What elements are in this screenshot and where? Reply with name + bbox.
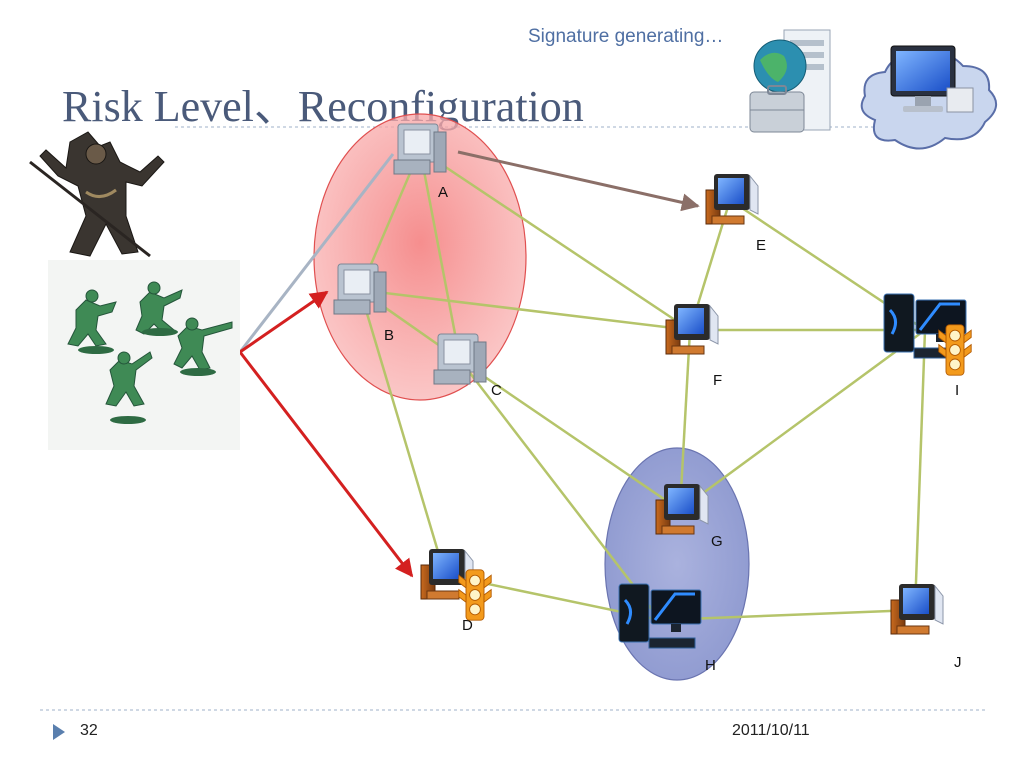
- node-B[interactable]: B: [333, 263, 394, 344]
- page-number: 32: [80, 722, 98, 739]
- node-label-B: B: [384, 327, 394, 344]
- network-nodes: A B C D E F G H I J: [333, 123, 972, 674]
- node-I[interactable]: I: [882, 292, 972, 399]
- node-label-I: I: [955, 382, 959, 399]
- node-label-H: H: [705, 657, 716, 674]
- crt-computer-icon: [433, 333, 487, 385]
- node-J[interactable]: J: [890, 583, 962, 671]
- warrior-attacker-icon: [29, 131, 165, 258]
- node-H[interactable]: H: [617, 582, 716, 674]
- node-label-F: F: [713, 372, 722, 389]
- link-B-F: [359, 288, 691, 332]
- link-B-D: [358, 289, 447, 576]
- node-C[interactable]: C: [433, 333, 502, 399]
- node-A[interactable]: A: [393, 123, 448, 201]
- link-H-J: [659, 608, 916, 622]
- toy-soldiers-icon: [48, 260, 240, 450]
- gaming-pc-icon: [617, 582, 703, 650]
- crt-computer-icon: [333, 263, 387, 315]
- node-F[interactable]: F: [665, 303, 722, 389]
- cloud-monitor-icon: [860, 45, 997, 150]
- page-title: Risk Level、Reconfiguration: [62, 82, 584, 131]
- node-label-E: E: [756, 237, 766, 254]
- status-text: Signature generating…: [528, 26, 724, 47]
- attack-arrow-A-E: [457, 150, 700, 212]
- crt-computer-icon: [420, 548, 474, 600]
- slide-date: 2011/10/11: [732, 722, 810, 739]
- link-C-H: [459, 359, 661, 621]
- crt-computer-icon: [890, 583, 944, 635]
- node-label-A: A: [438, 184, 448, 201]
- node-G[interactable]: G: [655, 483, 723, 550]
- link-I-J: [913, 329, 927, 611]
- crt-computer-icon: [705, 173, 759, 225]
- link-A-C: [418, 149, 462, 361]
- globe-server-icon: [749, 29, 831, 133]
- node-label-G: G: [711, 533, 723, 550]
- node-label-J: J: [954, 654, 962, 671]
- attack-arrow-soldiers-A: [238, 153, 395, 353]
- link-G-I: [679, 328, 926, 512]
- node-label-D: D: [462, 617, 473, 634]
- link-C-G: [459, 358, 681, 512]
- node-label-C: C: [491, 382, 502, 399]
- attack-arrow-soldiers-D: [238, 351, 414, 578]
- attack-arrows: [238, 150, 700, 578]
- node-D[interactable]: D: [420, 548, 492, 634]
- link-F-G: [678, 329, 692, 511]
- link-A-F: [419, 148, 691, 332]
- node-E[interactable]: E: [705, 173, 766, 254]
- crt-computer-icon: [665, 303, 719, 355]
- attack-arrow-soldiers-B: [239, 290, 329, 354]
- footer-bullet-icon: [53, 724, 65, 740]
- crt-computer-icon: [393, 123, 447, 175]
